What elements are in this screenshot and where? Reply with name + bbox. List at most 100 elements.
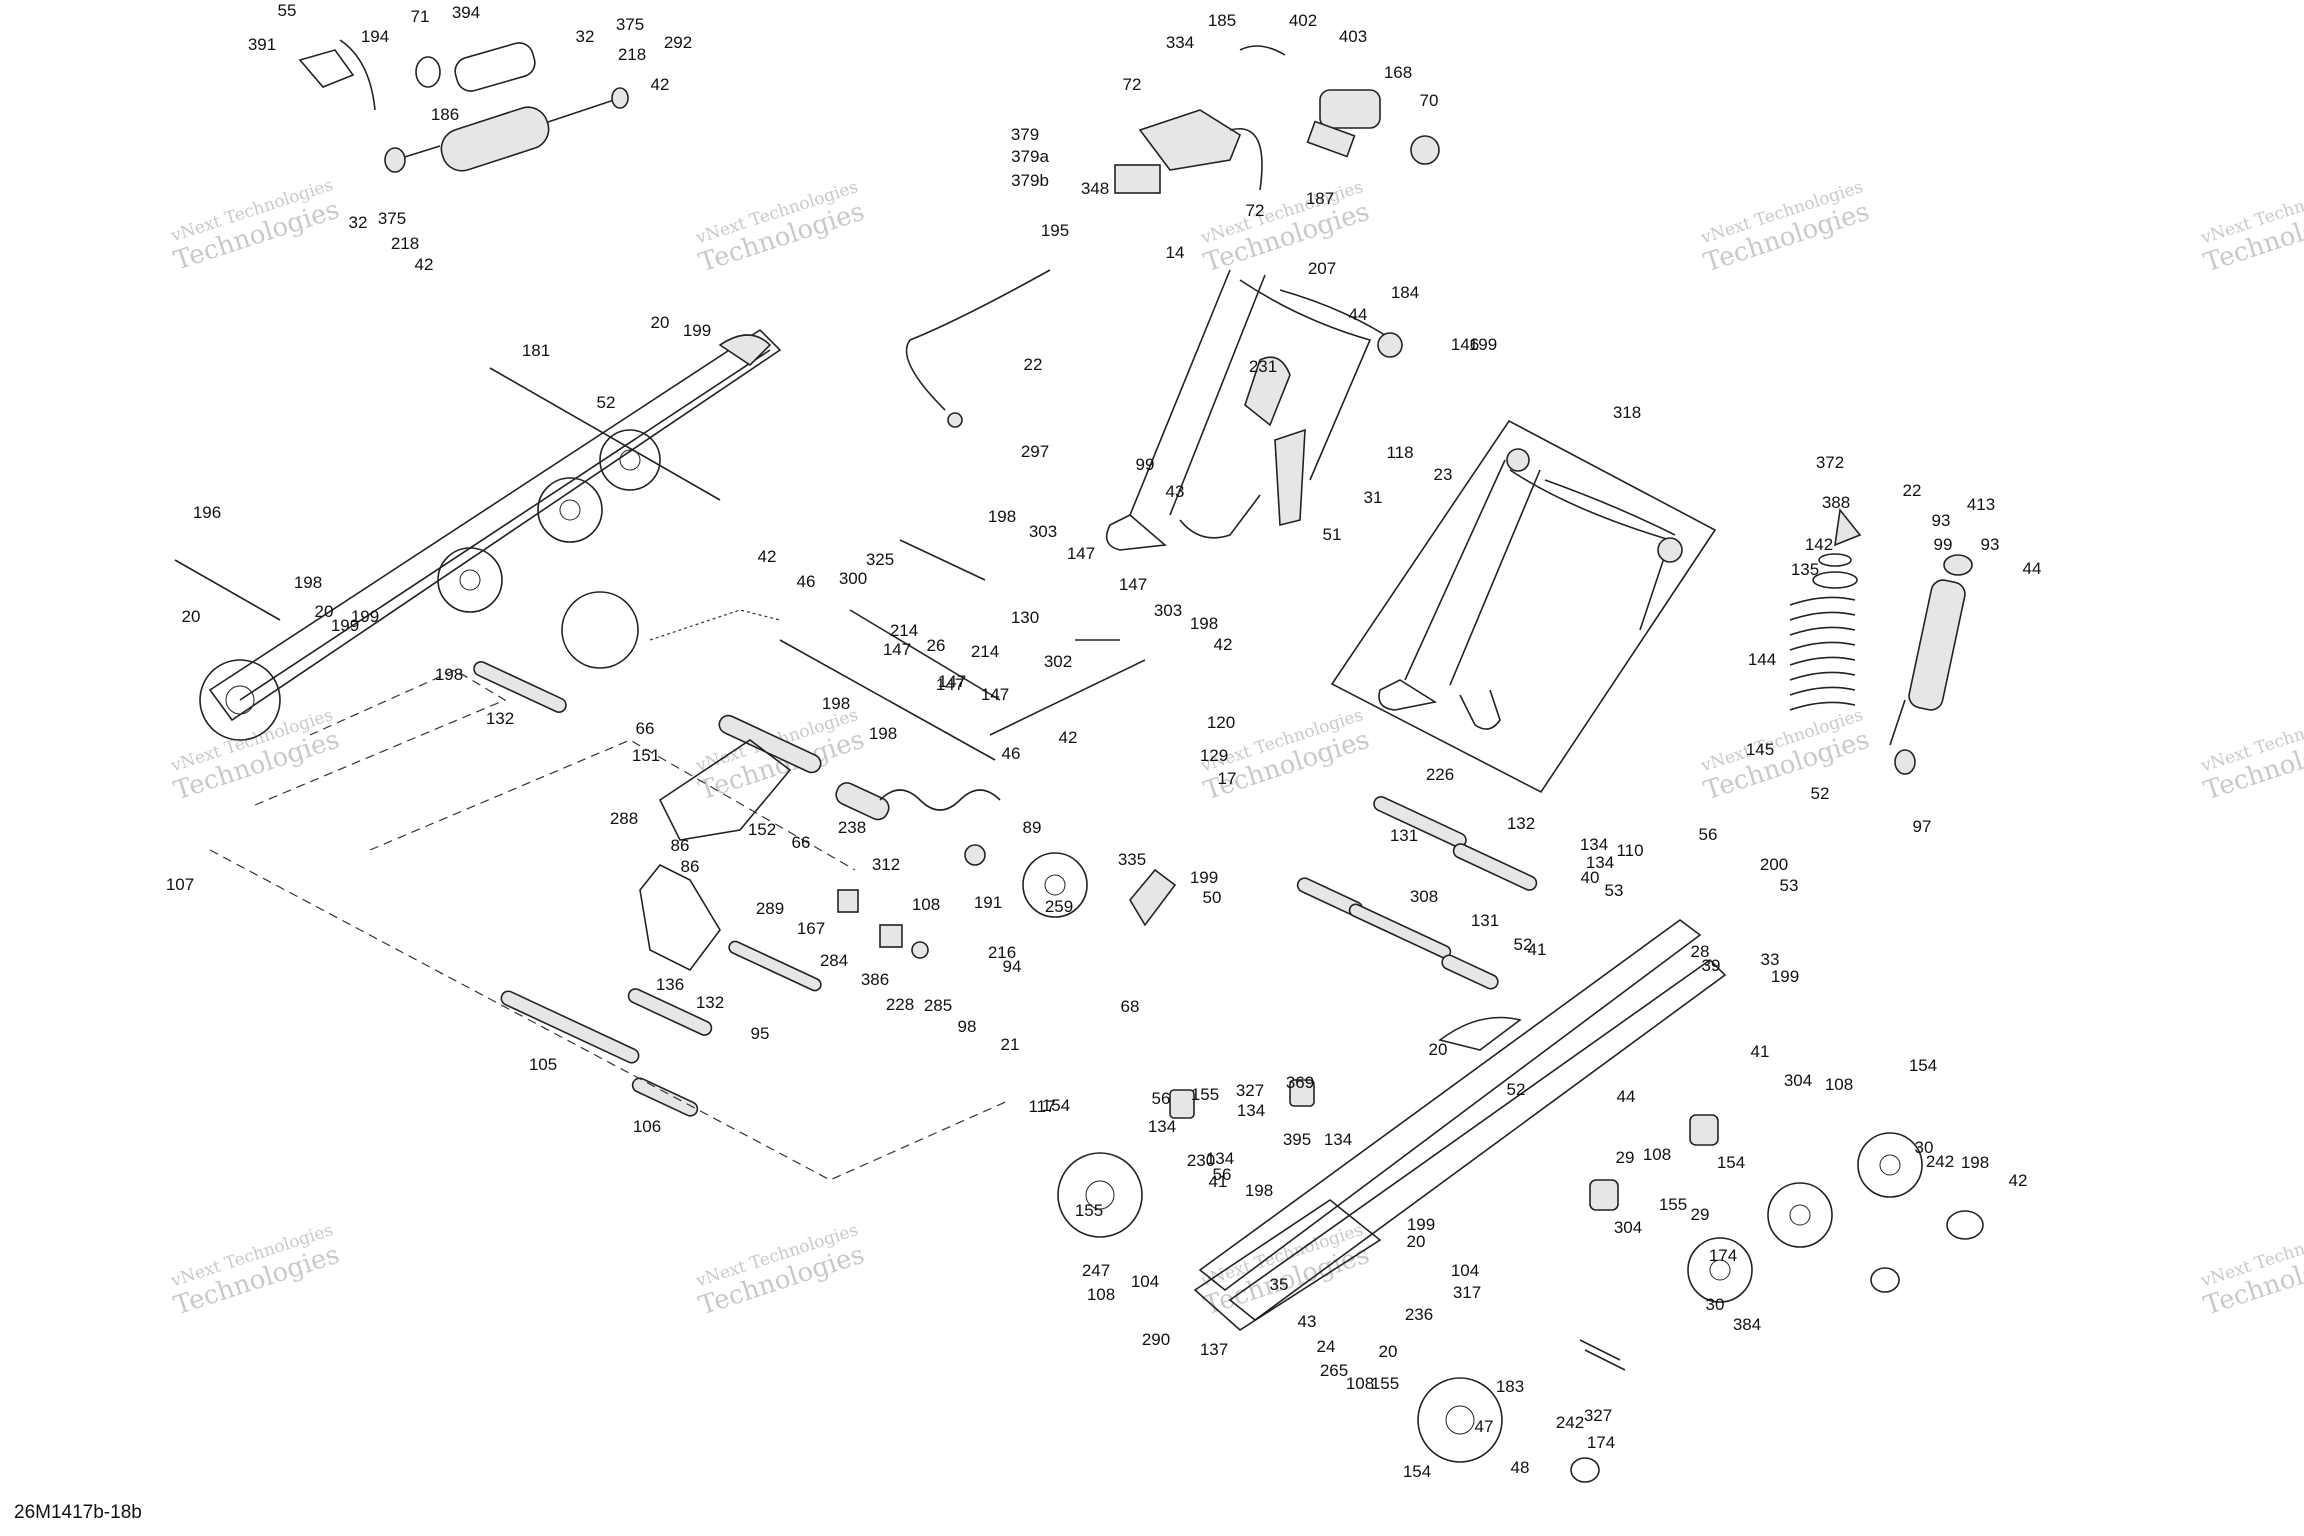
- callout-label: 70: [1420, 91, 1439, 110]
- callout-label: 317: [1453, 1283, 1481, 1302]
- callout-label: 43: [1166, 482, 1185, 501]
- callout-label: 41: [1209, 1172, 1228, 1191]
- parts-drawing: [174, 39, 1984, 1483]
- callout-label: 42: [651, 75, 670, 94]
- callout-label: 304: [1784, 1071, 1812, 1090]
- callout-label: 93: [1932, 511, 1951, 530]
- callout-label: 147: [936, 675, 964, 694]
- callout-label: 110: [1616, 841, 1643, 860]
- callout-label: 394: [452, 3, 480, 22]
- callout-label: 402: [1289, 11, 1317, 30]
- callout-label: 200: [1760, 855, 1788, 874]
- callout-label: 134: [1237, 1101, 1265, 1120]
- callout-label: 155: [1191, 1085, 1219, 1104]
- callout-label: 105: [529, 1055, 557, 1074]
- callout-label: 145: [1746, 740, 1774, 759]
- callout-label: 44: [2023, 559, 2042, 578]
- callout-label: 131: [1390, 826, 1418, 845]
- callout-label: 304: [1614, 1218, 1642, 1237]
- callout-label: 108: [1087, 1285, 1115, 1304]
- callout-label: 41: [1528, 940, 1547, 959]
- callout-label: 391: [248, 35, 276, 54]
- callout-label: 196: [193, 503, 221, 522]
- callout-label: 52: [1811, 784, 1830, 803]
- callout-label: 41: [1751, 1042, 1770, 1061]
- callout-label: 132: [1507, 814, 1535, 833]
- callout-label: 39: [1702, 956, 1721, 975]
- callout-label: 97: [1913, 817, 1932, 836]
- callout-label: 199: [1469, 335, 1497, 354]
- callout-label: 186: [431, 105, 459, 124]
- callout-label: 198: [1961, 1153, 1989, 1172]
- callout-label: 29: [1616, 1148, 1635, 1167]
- callout-label: 20: [651, 313, 670, 332]
- assembly-guide-lines: [209, 669, 1011, 1181]
- callout-label: 154: [1403, 1462, 1431, 1481]
- callout-label: 155: [1371, 1374, 1399, 1393]
- callout-label: 303: [1029, 522, 1057, 541]
- callout-label: 86: [681, 857, 700, 876]
- sensor-harness-assembly: [905, 45, 1440, 428]
- callout-label: 289: [756, 899, 784, 918]
- callout-label: 348: [1081, 179, 1109, 198]
- callout-label: 168: [1384, 63, 1412, 82]
- callout-label: 108: [1346, 1374, 1374, 1393]
- callout-label: 297: [1021, 442, 1049, 461]
- callout-label: 53: [1780, 876, 1799, 895]
- callout-label: 147: [938, 672, 966, 691]
- callout-label: 108: [912, 895, 940, 914]
- callout-label: 132: [696, 993, 724, 1012]
- callout-label: 199: [1190, 868, 1218, 887]
- callout-label: 66: [636, 719, 655, 738]
- callout-label: 334: [1166, 33, 1194, 52]
- callout-label: 292: [664, 33, 692, 52]
- callout-label: 28: [1691, 942, 1710, 961]
- callout-label: 231: [1249, 357, 1277, 376]
- center-arm-components: [639, 739, 1177, 972]
- callout-label: 107: [166, 875, 194, 894]
- callout-label: 17: [1218, 769, 1237, 788]
- shafts: [473, 539, 1538, 1117]
- callout-label: 147: [1119, 575, 1147, 594]
- callout-label: 22: [1024, 355, 1043, 374]
- callout-label: 242: [1556, 1413, 1584, 1432]
- callout-label: 147: [883, 640, 911, 659]
- callout-label: 26: [927, 636, 946, 655]
- callout-label: 386: [861, 970, 889, 989]
- callout-label: 187: [1306, 189, 1334, 208]
- callout-label: 42: [415, 255, 434, 274]
- callout-label: 142: [1805, 535, 1833, 554]
- callout-label: 130: [1011, 608, 1039, 627]
- callout-label: 52: [1514, 935, 1533, 954]
- callout-label: 312: [872, 855, 900, 874]
- callout-label: 285: [924, 996, 952, 1015]
- callout-label: 195: [1041, 221, 1069, 240]
- callout-label: 155: [1659, 1195, 1687, 1214]
- callout-label: 23: [1434, 465, 1453, 484]
- callout-label: 194: [361, 27, 389, 46]
- callout-label: 86: [671, 836, 690, 855]
- callout-label: 199: [1771, 967, 1799, 986]
- callout-label: 99: [1136, 455, 1155, 474]
- callout-label: 214: [890, 621, 918, 640]
- callout-label: 198: [822, 694, 850, 713]
- callout-label: 199: [331, 616, 359, 635]
- callout-label: 379b: [1011, 171, 1049, 190]
- callout-label: 137: [1200, 1340, 1228, 1359]
- callout-label: 303: [1154, 601, 1182, 620]
- callout-label: 218: [391, 234, 419, 253]
- callout-label: 198: [1245, 1181, 1273, 1200]
- callout-label: 104: [1131, 1272, 1159, 1291]
- callout-label: 134: [1586, 853, 1614, 872]
- callout-label: 230: [1187, 1151, 1215, 1170]
- callout-label: 134: [1148, 1117, 1176, 1136]
